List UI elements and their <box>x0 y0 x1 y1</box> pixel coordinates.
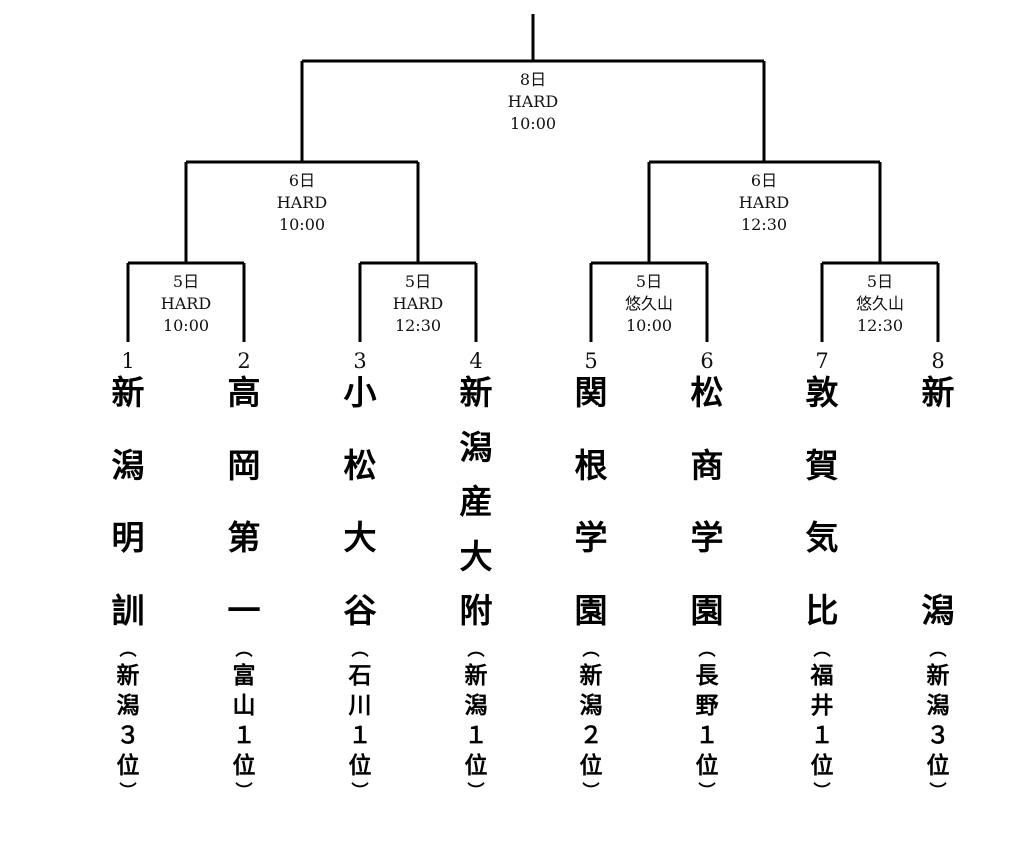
seed-number: 5 <box>584 349 597 373</box>
match-info: 5日 HARD 10:00 <box>161 272 211 335</box>
match-date: 5日 <box>173 272 199 291</box>
team-name: 小松大谷 <box>343 373 377 630</box>
team-name: 新潟産大附 <box>459 373 493 630</box>
match-info: 6日 HARD 12:30 <box>739 171 789 234</box>
match-date: 5日 <box>867 272 893 291</box>
team-name: 松商学園 <box>690 373 724 630</box>
match-time: 12:30 <box>741 215 787 234</box>
match-time: 12:30 <box>395 316 441 335</box>
seed-number: 8 <box>931 349 944 373</box>
match-info: 8日 HARD 10:00 <box>508 70 558 133</box>
team-name: 新潟明訓 <box>111 373 145 630</box>
seed-number: 7 <box>815 349 828 373</box>
match-time: 10:00 <box>510 114 556 133</box>
seed-number: 3 <box>353 349 366 373</box>
match-court: HARD <box>277 193 327 212</box>
match-court: 悠久山 <box>856 294 904 313</box>
seed-number: 1 <box>121 349 134 373</box>
team-name: 敦賀気比 <box>805 373 839 630</box>
match-date: 6日 <box>751 171 777 190</box>
match-court: HARD <box>161 294 211 313</box>
match-date: 6日 <box>289 171 315 190</box>
team-name: 関根学園 <box>574 373 608 630</box>
team-name: 新潟 <box>921 373 955 630</box>
match-info: 6日 HARD 10:00 <box>277 171 327 234</box>
match-court: HARD <box>739 193 789 212</box>
team-name: 高岡第一 <box>227 373 261 630</box>
seed-number: 2 <box>237 349 250 373</box>
match-time: 12:30 <box>857 316 903 335</box>
match-time: 10:00 <box>626 316 672 335</box>
match-court: HARD <box>393 294 443 313</box>
match-time: 10:00 <box>163 316 209 335</box>
match-time: 10:00 <box>279 215 325 234</box>
match-date: 8日 <box>520 70 546 89</box>
match-date: 5日 <box>405 272 431 291</box>
match-date: 5日 <box>636 272 662 291</box>
match-info: 5日 HARD 12:30 <box>393 272 443 335</box>
match-court: HARD <box>508 92 558 111</box>
seed-number: 4 <box>469 349 482 373</box>
seed-number: 6 <box>700 349 713 373</box>
match-court: 悠久山 <box>625 294 673 313</box>
